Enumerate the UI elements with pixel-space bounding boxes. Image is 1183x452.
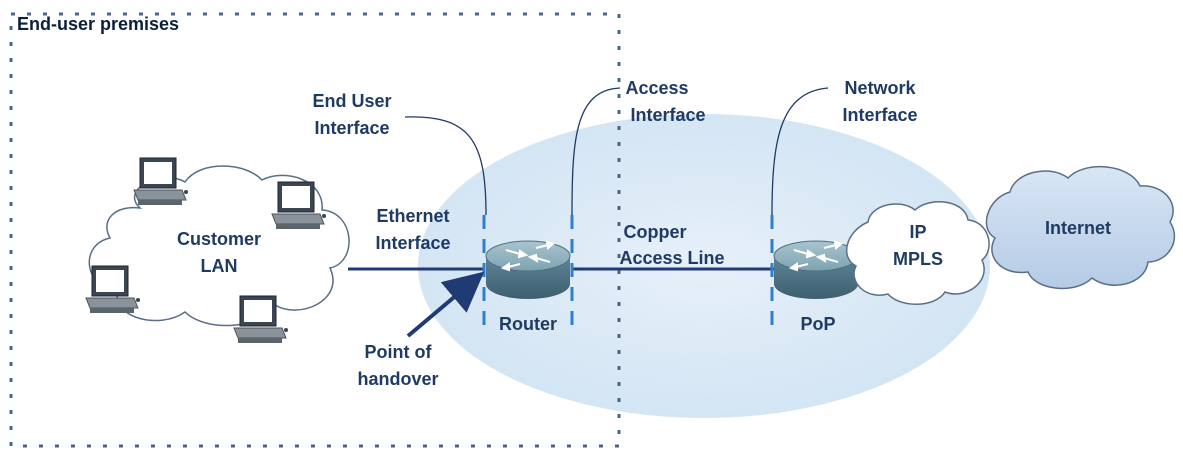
router-icon — [485, 240, 571, 299]
lan-label-line1: Customer — [177, 229, 261, 249]
network-interface-leader — [771, 87, 829, 216]
computer-icon — [85, 265, 140, 313]
access-network-ellipse — [418, 114, 990, 418]
pop-label: PoP — [800, 314, 835, 334]
end-user-premises-border — [9, 12, 621, 448]
access-interface-label-line2: Interface — [630, 105, 705, 125]
router-label: Router — [499, 314, 557, 334]
premises-title: End-user premises — [17, 14, 179, 34]
end-user-interface-label-line1: End User — [312, 91, 391, 111]
copper-access-line-label-line2: Access Line — [619, 248, 724, 268]
end-user-interface-leader — [404, 116, 487, 216]
computer-icon — [271, 181, 326, 229]
ip-mpls-cloud: IP MPLS — [846, 201, 990, 305]
point-of-handover-label-line1: Point of — [365, 342, 433, 362]
computer-icon — [233, 295, 288, 343]
ip-mpls-line2: MPLS — [893, 249, 943, 269]
access-interface-label-line1: Access — [625, 78, 688, 98]
ethernet-interface-label-line2: Interface — [375, 233, 450, 253]
internet-cloud: Internet — [985, 165, 1176, 290]
computer-icon — [133, 157, 188, 205]
ethernet-interface-label-line1: Ethernet — [376, 206, 449, 226]
pop-router-icon — [773, 240, 859, 299]
network-interface-label-line1: Network — [844, 78, 916, 98]
point-of-handover-label-line2: handover — [357, 369, 438, 389]
internet-label: Internet — [1045, 218, 1111, 238]
network-interface-label-line2: Interface — [842, 105, 917, 125]
point-of-handover-arrow — [406, 271, 485, 338]
end-user-interface-label-line2: Interface — [314, 118, 389, 138]
access-interface-leader — [571, 87, 621, 216]
copper-access-line-label-line1: Copper — [624, 222, 687, 242]
lan-label-line2: LAN — [201, 256, 238, 276]
ip-mpls-line1: IP — [909, 222, 926, 242]
